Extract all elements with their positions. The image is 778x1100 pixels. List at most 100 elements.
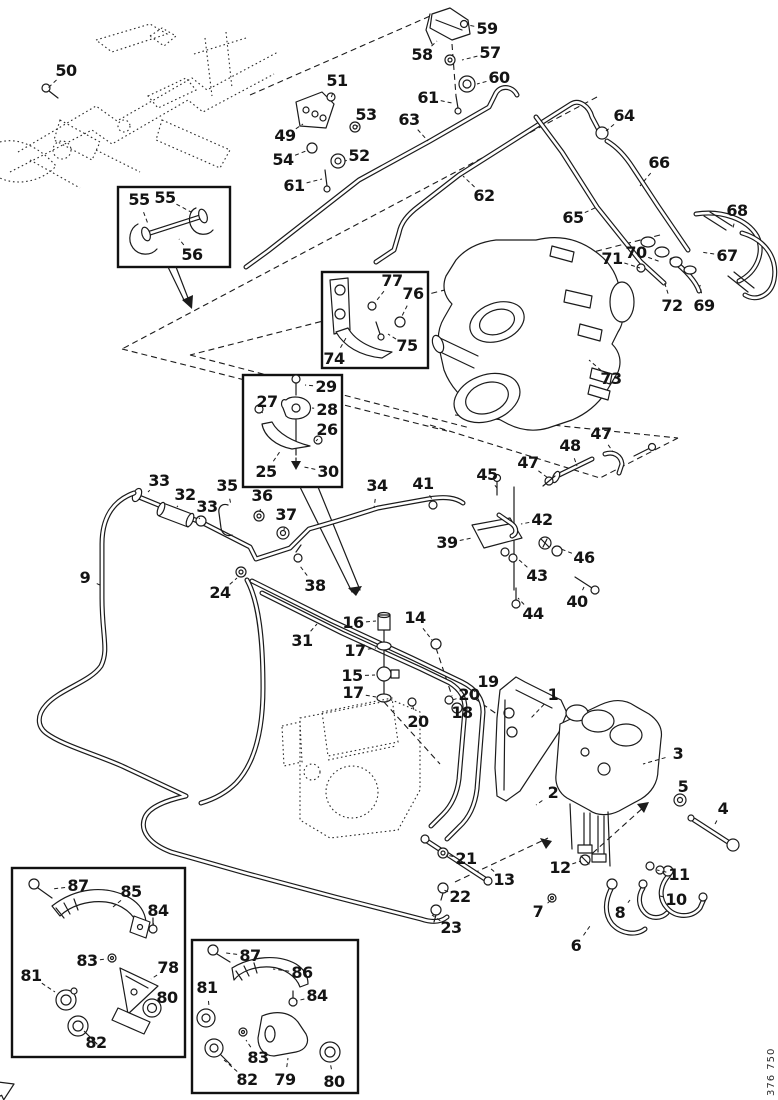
- drawing-number: 376 750: [766, 1047, 777, 1096]
- callout-83: 83: [247, 1048, 269, 1067]
- callout-77: 77: [381, 271, 403, 290]
- callout-17: 17: [344, 641, 366, 660]
- callout-49: 49: [274, 126, 296, 145]
- callout-38: 38: [304, 576, 326, 595]
- callout-26: 26: [316, 420, 338, 439]
- callout-14: 14: [404, 608, 426, 627]
- callout-59: 59: [476, 19, 498, 38]
- callout-4: 4: [717, 799, 729, 818]
- callout-20: 20: [458, 685, 480, 704]
- callout-13: 13: [493, 870, 515, 889]
- callout-87: 87: [239, 946, 261, 965]
- callout-31: 31: [291, 631, 313, 650]
- callout-44: 44: [522, 604, 544, 623]
- callout-32: 32: [174, 485, 196, 504]
- callout-71: 71: [601, 249, 623, 268]
- pump-sketch: [281, 697, 421, 839]
- callout-73: 73: [600, 369, 622, 388]
- callout-42: 42: [531, 510, 553, 529]
- callout-36: 36: [251, 486, 273, 505]
- inset-box-55-56: [116, 185, 232, 309]
- callout-53: 53: [355, 105, 377, 124]
- callout-62: 62: [473, 186, 495, 205]
- callout-64: 64: [613, 106, 635, 125]
- callout-58: 58: [411, 45, 433, 64]
- hose-66: [595, 126, 691, 253]
- tube-63: [243, 85, 520, 270]
- callout-9: 9: [79, 568, 91, 587]
- callout-84: 84: [306, 986, 328, 1005]
- callout-84: 84: [147, 901, 169, 920]
- callout-80: 80: [156, 988, 178, 1007]
- inset-box-78-87: [10, 866, 187, 1059]
- callout-82: 82: [236, 1070, 258, 1089]
- callout-23: 23: [440, 918, 462, 937]
- callout-10: 10: [665, 890, 687, 909]
- callout-7: 7: [532, 902, 544, 921]
- callout-66: 66: [648, 153, 670, 172]
- callout-55: 55: [154, 188, 176, 207]
- callout-60: 60: [488, 68, 510, 87]
- callout-72: 72: [661, 296, 683, 315]
- callout-16: 16: [342, 613, 364, 632]
- callout-81: 81: [196, 978, 218, 997]
- callout-63: 63: [398, 110, 420, 129]
- plate-39-group: [471, 442, 657, 609]
- tube-62: [373, 99, 604, 265]
- fitting-column-14-20: [376, 611, 479, 714]
- callout-33: 33: [196, 497, 218, 516]
- callout-61: 61: [283, 176, 305, 195]
- callout-74: 74: [323, 349, 345, 368]
- callout-86: 86: [291, 963, 313, 982]
- callout-45: 45: [476, 465, 498, 484]
- hose-9: [36, 490, 450, 924]
- callout-47: 47: [590, 424, 612, 443]
- callout-35: 35: [216, 476, 238, 495]
- callout-17: 17: [342, 683, 364, 702]
- callout-46: 46: [573, 548, 595, 567]
- callout-12: 12: [549, 858, 571, 877]
- callout-47: 47: [517, 453, 539, 472]
- callout-54: 54: [272, 150, 294, 169]
- callout-28: 28: [316, 400, 338, 419]
- callout-76: 76: [402, 284, 424, 303]
- callout-30: 30: [317, 462, 339, 481]
- callout-55: 55: [128, 190, 150, 209]
- callout-39: 39: [436, 533, 458, 552]
- callout-20: 20: [407, 712, 429, 731]
- callout-37: 37: [275, 505, 297, 524]
- inset-box-74-77: [320, 270, 430, 370]
- callout-70: 70: [625, 243, 647, 262]
- callout-6: 6: [570, 936, 582, 955]
- callout-56: 56: [181, 245, 203, 264]
- bottom-hoses: [420, 834, 708, 936]
- callout-5: 5: [677, 777, 689, 796]
- callout-34: 34: [366, 476, 388, 495]
- callout-41: 41: [412, 474, 434, 493]
- callout-80: 80: [323, 1072, 345, 1091]
- callout-87: 87: [67, 876, 89, 895]
- callout-24: 24: [209, 583, 231, 602]
- callout-57: 57: [479, 43, 501, 62]
- callout-3: 3: [672, 744, 684, 763]
- callout-22: 22: [449, 887, 471, 906]
- callout-18: 18: [451, 703, 473, 722]
- callout-2: 2: [547, 783, 559, 802]
- callout-83: 83: [76, 951, 98, 970]
- callout-43: 43: [526, 566, 548, 585]
- callout-61: 61: [417, 88, 439, 107]
- callout-69: 69: [693, 296, 715, 315]
- callout-65: 65: [562, 208, 584, 227]
- bracket-57-group: [425, 7, 476, 115]
- callout-11: 11: [668, 865, 690, 884]
- callout-33: 33: [148, 471, 170, 490]
- tube-bundle-31: [198, 566, 486, 842]
- callout-19: 19: [477, 672, 499, 691]
- callout-25: 25: [255, 462, 277, 481]
- callout-78: 78: [157, 958, 179, 977]
- callout-8: 8: [614, 903, 626, 922]
- gearbox-73: [431, 237, 635, 431]
- callout-68: 68: [726, 201, 748, 220]
